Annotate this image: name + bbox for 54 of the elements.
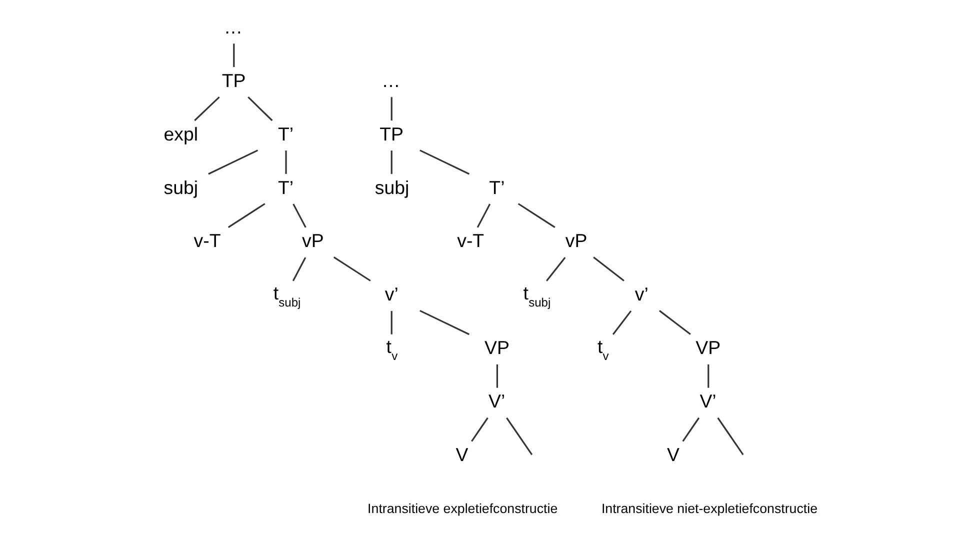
node-text: T’ <box>278 123 294 144</box>
node-text: … <box>224 16 243 38</box>
connector <box>593 256 624 282</box>
connector <box>208 150 258 175</box>
connector <box>248 96 273 122</box>
node-text: V’ <box>488 390 506 412</box>
connector <box>518 203 556 228</box>
node-text: t$_{v}$ <box>386 336 398 363</box>
label: Intransitieve expletiefconstructie <box>368 500 558 516</box>
connector <box>390 310 392 334</box>
node-text: v’ <box>634 284 648 305</box>
connector <box>390 97 392 120</box>
node-text: subj <box>164 176 198 198</box>
node-text: … <box>382 70 400 91</box>
connector <box>476 204 491 228</box>
node-text: vP <box>302 230 324 252</box>
connector <box>390 150 392 174</box>
connector <box>292 204 306 228</box>
connector <box>682 417 700 442</box>
node-text: vP <box>565 230 588 252</box>
node-text: subj <box>374 176 410 198</box>
connector <box>228 203 266 228</box>
connector <box>708 364 710 388</box>
label: Intransitieve niet-expletiefconstructie <box>601 500 818 516</box>
node-text: T’ <box>489 176 505 198</box>
node-text: T’ <box>278 176 294 198</box>
node-text: V <box>666 444 680 466</box>
connector <box>333 256 371 282</box>
connector <box>420 150 470 175</box>
node-text: VP <box>484 337 510 358</box>
node-text: t$_{v}$ <box>597 336 609 363</box>
node-text: v’ <box>384 284 398 305</box>
connector <box>292 257 306 282</box>
node-text: v-T <box>194 230 221 252</box>
connector <box>717 417 744 456</box>
connector <box>546 256 566 282</box>
node-text: TP <box>380 123 404 144</box>
connector <box>285 150 287 174</box>
node-text: v-T <box>457 230 484 252</box>
node-text: V’ <box>700 390 716 412</box>
connector <box>496 364 498 388</box>
connector <box>658 310 691 335</box>
connector <box>506 417 533 456</box>
connector <box>612 310 632 335</box>
node-text: TP <box>222 70 246 91</box>
node-text: t$_{subj}$ <box>523 282 551 310</box>
connector <box>420 310 470 336</box>
node-text: expl <box>164 123 198 144</box>
node-text: VP <box>696 337 721 358</box>
connector <box>194 96 220 122</box>
connector <box>471 417 488 442</box>
node-text: t$_{subj}$ <box>273 282 301 310</box>
node-text: V <box>456 444 468 466</box>
connector <box>233 44 235 68</box>
